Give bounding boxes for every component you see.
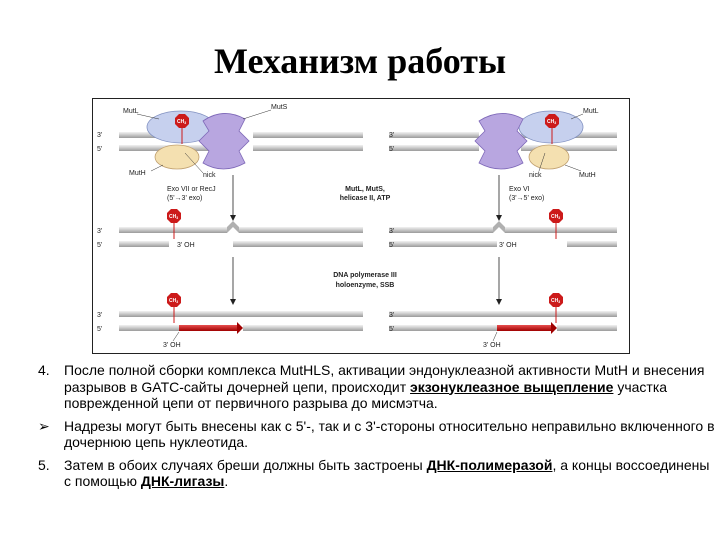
strand-bottom-right-b bbox=[521, 145, 617, 151]
item-text: Затем в обоих случаях бреши должны быть … bbox=[64, 456, 427, 473]
new-dna-right bbox=[497, 325, 551, 331]
muts-right-shape bbox=[474, 113, 528, 170]
label-muts: MutS bbox=[271, 104, 288, 111]
label-mutl-left: MutL bbox=[123, 108, 139, 115]
ch3-left-badge bbox=[175, 114, 189, 128]
arrow-bullet-icon: ➢ bbox=[38, 417, 50, 434]
label-5-row3-right: 5' bbox=[389, 326, 394, 333]
strand-top-right-r3 bbox=[389, 311, 617, 317]
label-oh-row3-left: 3' OH bbox=[163, 342, 181, 349]
muth-right-shape bbox=[528, 144, 570, 170]
item-text: . bbox=[224, 473, 229, 489]
label-exo-right-1: Exo VI bbox=[509, 186, 530, 193]
ch3-left-text: CH3 bbox=[177, 119, 186, 125]
text-content: 4. После полной сборки комплекса MutHLS,… bbox=[38, 362, 718, 496]
label-oh-row3-right: 3' OH bbox=[483, 342, 501, 349]
list-marker: 5. bbox=[38, 456, 50, 473]
label-oh-row2-left: 3' OH bbox=[177, 242, 195, 249]
label-oh-row2-right: 3' OH bbox=[499, 242, 517, 249]
strand-bottom-left-b bbox=[253, 145, 363, 151]
row-repaired: CH3 CH3 3' 5' 3' 5' 3' OH 3' OH bbox=[97, 293, 617, 349]
item-text: , а концы воссоединены с помощью bbox=[64, 456, 710, 490]
label-5-row1-right: 5' bbox=[389, 146, 394, 153]
svg-text:CH3: CH3 bbox=[169, 298, 178, 304]
ch3-right-text: CH3 bbox=[547, 119, 556, 125]
label-pol-2: holoenzyme, SSB bbox=[336, 282, 395, 289]
strand-top-left-r2 bbox=[119, 227, 227, 233]
ch3-right-badge bbox=[545, 114, 559, 128]
strand-bottom-right-r2 bbox=[389, 241, 497, 247]
label-3-row3-left: 3' bbox=[97, 312, 102, 319]
muts-left-shape bbox=[198, 113, 250, 170]
list-item-5: 5. Затем в обоих случаях бреши должны бы… bbox=[38, 457, 718, 490]
label-3-row2-right: 3' bbox=[389, 228, 394, 235]
new-dna-left bbox=[179, 325, 237, 331]
label-center-1: MutL, MutS, bbox=[345, 186, 385, 193]
muth-left-shape bbox=[154, 144, 200, 170]
label-muth-right: MutH bbox=[579, 172, 596, 179]
label-5-row1-left: 5' bbox=[97, 146, 102, 153]
label-pol-1: DNA polymerase III bbox=[333, 272, 397, 279]
strand-top-right bbox=[389, 132, 479, 138]
label-center-2: helicase II, ATP bbox=[340, 195, 391, 202]
label-5-row2-right: 5' bbox=[389, 242, 394, 249]
strand-top-right-r2 bbox=[389, 227, 493, 233]
label-exo-right-2: (3'→5' exo) bbox=[509, 195, 544, 202]
svg-text:CH3: CH3 bbox=[551, 214, 560, 220]
label-5-row2-left: 5' bbox=[97, 242, 102, 249]
label-exo-left-1: Exo VII or RecJ bbox=[167, 186, 216, 193]
link-exonuclease-excision[interactable]: экзонуклеазное выщепление bbox=[410, 378, 614, 395]
item-text: Надрезы могут быть внесены как с 5'-, та… bbox=[64, 417, 715, 451]
label-nick-right: nick bbox=[529, 172, 542, 179]
diagram-canvas: CH3 CH3 MutL MutS MutL 3' 5' 3' 5' MutH bbox=[97, 104, 617, 349]
label-3-row1-left: 3' bbox=[97, 132, 102, 139]
label-3-row1-right: 3' bbox=[389, 132, 394, 139]
strand-top-left-b bbox=[253, 132, 363, 138]
strand-bottom-right-r3 bbox=[389, 325, 497, 331]
label-nick-left: nick bbox=[203, 172, 216, 179]
svg-text:CH3: CH3 bbox=[551, 298, 560, 304]
list-marker: 4. bbox=[38, 362, 50, 378]
mismatch-repair-diagram: CH3 CH3 MutL MutS MutL 3' 5' 3' 5' MutH bbox=[92, 98, 630, 354]
row-gapped: CH3 CH3 3' 5' 3' 5' 3' OH 3' OH bbox=[97, 209, 617, 249]
label-3-row2-left: 3' bbox=[97, 228, 102, 235]
svg-text:CH3: CH3 bbox=[169, 214, 178, 220]
row-complex: CH3 CH3 MutL MutS MutL 3' 5' 3' 5' MutH bbox=[97, 104, 617, 179]
list-item-4: 4. После полной сборки комплекса MutHLS,… bbox=[38, 362, 718, 412]
label-muth-left: MutH bbox=[129, 170, 146, 177]
item-text: После полной сборки комплекса MutHLS, ак… bbox=[64, 362, 705, 395]
strand-bottom-right bbox=[389, 145, 479, 151]
link-dna-ligase[interactable]: ДНК-лигазы bbox=[140, 473, 225, 489]
list-item-bullet: ➢ Надрезы могут быть внесены как с 5'-, … bbox=[38, 418, 718, 451]
label-mutl-right: MutL bbox=[583, 108, 599, 115]
label-3-row3-right: 3' bbox=[389, 312, 394, 319]
strand-bottom-left-r3 bbox=[119, 325, 179, 331]
strand-top-left-r3 bbox=[119, 311, 363, 317]
label-5-row3-left: 5' bbox=[97, 326, 102, 333]
label-exo-left-2: (5'→3' exo) bbox=[167, 195, 202, 202]
strand-bottom-left-r2 bbox=[119, 241, 169, 247]
item-text: участка поврежденной цепи от первичного … bbox=[64, 378, 668, 412]
page-title: Механизм работы bbox=[213, 41, 507, 81]
link-dna-polymerase[interactable]: ДНК-полимеразой bbox=[426, 456, 553, 473]
